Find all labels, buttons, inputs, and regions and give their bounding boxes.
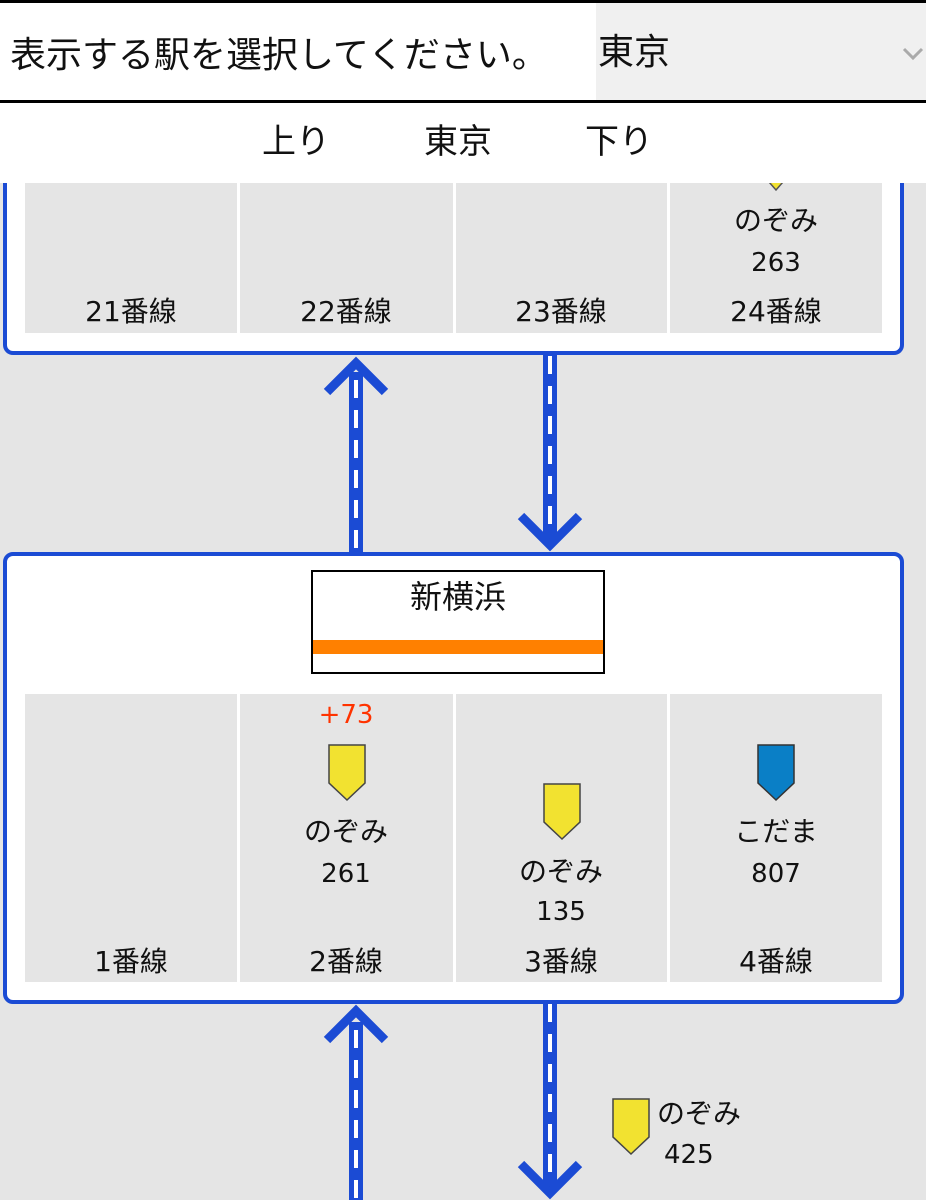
line-color-stripe [313,640,603,654]
platform-label: 24番線 [730,295,822,328]
platform-1[interactable] [25,694,237,982]
platform-2[interactable] [240,694,453,982]
train-number: 261 [321,859,371,889]
train-number: 425 [664,1140,714,1170]
train-marker-icon[interactable] [756,743,796,803]
delay-indicator: +73 [318,700,374,730]
platform-label: 21番線 [85,295,177,328]
train-type: こだま [734,815,818,848]
train-type: のぞみ [733,204,818,237]
platform-4[interactable] [670,694,882,982]
platform-23[interactable] [456,183,667,333]
direction-down-label[interactable]: 下り [585,122,653,162]
platform-label: 3番線 [524,945,598,978]
up-track-upper [323,356,389,554]
down-track-upper [517,354,583,552]
train-type: のぞみ [657,1097,742,1130]
platform-21[interactable] [25,183,237,333]
train-type: のぞみ [518,855,603,888]
platform-22[interactable] [240,183,453,333]
platform-label: 22番線 [300,295,392,328]
train-marker-icon[interactable] [542,782,582,842]
platform-24[interactable] [670,183,882,333]
down-track-lower [517,1002,583,1200]
platform-label: 1番線 [94,945,168,978]
direction-bar [0,103,926,183]
station-name: 新横浜 [409,578,506,616]
chevron-down-icon[interactable] [898,38,926,68]
direction-station-label: 東京 [424,122,492,162]
direction-up-label[interactable]: 上り [262,122,330,162]
platform-label: 23番線 [515,295,607,328]
train-type: のぞみ [303,815,388,848]
train-number: 135 [536,897,586,927]
station-select-value: 東京 [598,32,671,73]
platform-label: 4番線 [739,945,813,978]
station-name-box [311,570,605,674]
station-select[interactable] [596,3,926,100]
train-marker-icon[interactable] [611,1097,651,1157]
platform-label: 2番線 [309,945,383,978]
train-marker-icon[interactable] [327,743,367,803]
train-number: 263 [751,248,801,278]
up-track-lower [323,1004,389,1200]
station-select-prompt: 表示する駅を選択してください。 [10,35,548,76]
train-number: 807 [751,859,801,889]
